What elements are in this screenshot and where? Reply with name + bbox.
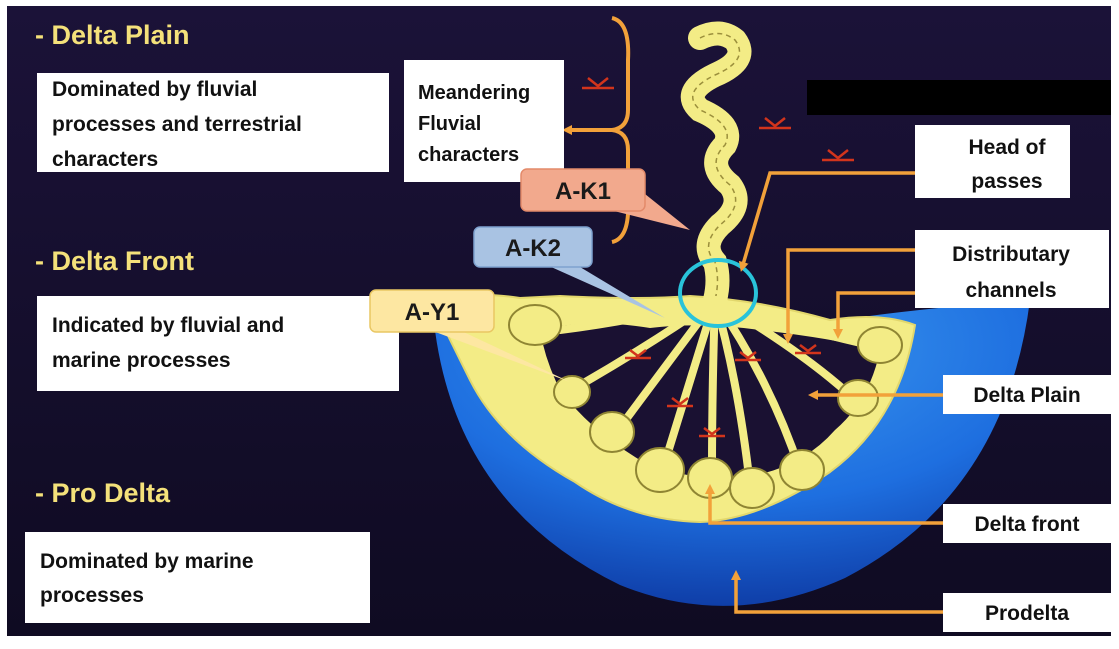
head-of-passes-line-2: passes — [971, 170, 1042, 193]
heading-delta-front: - Delta Front — [35, 246, 194, 276]
label-delta-plain: Delta Plain — [943, 375, 1111, 414]
pro-delta-description: Dominated by marine processes — [25, 532, 370, 623]
prodelta-label-text: Prodelta — [985, 602, 1069, 625]
distributary-line-1: Distributary — [952, 243, 1070, 266]
delta-plain-line-3: characters — [52, 148, 158, 171]
delta-plain-line-1: Dominated by fluvial — [52, 78, 257, 101]
delta-plain-line-2: processes and terrestrial — [52, 113, 302, 136]
tag-a-y1-label: A-Y1 — [405, 299, 460, 326]
redaction-bar — [807, 80, 1111, 115]
tag-a-k2-label: A-K2 — [505, 235, 561, 262]
delta-front-description: Indicated by fluvial and marine processe… — [37, 296, 399, 391]
head-of-passes-line-1: Head of — [968, 136, 1046, 159]
delta-plain-label-text: Delta Plain — [973, 384, 1080, 407]
pro-delta-line-1: Dominated by marine — [40, 550, 254, 573]
delta-plain-description: Dominated by fluvial processes and terre… — [37, 73, 389, 172]
tag-a-k1-label: A-K1 — [555, 178, 611, 205]
label-delta-front: Delta front — [943, 504, 1111, 543]
meandering-line-3: characters — [418, 144, 519, 166]
meandering-label: Meandering Fluvial characters — [404, 60, 564, 182]
delta-front-label-text: Delta front — [975, 513, 1080, 536]
delta-front-line-2: marine processes — [52, 349, 231, 372]
label-distributary-channels: Distributary channels — [915, 230, 1109, 308]
pro-delta-line-2: processes — [40, 584, 144, 607]
meandering-line-2: Fluvial — [418, 113, 481, 135]
heading-delta-plain: - Delta Plain — [35, 20, 190, 50]
delta-front-line-1: Indicated by fluvial and — [52, 314, 284, 337]
meandering-line-1: Meandering — [418, 82, 530, 104]
label-head-of-passes: Head of passes — [915, 125, 1070, 198]
distributary-line-2: channels — [965, 279, 1056, 302]
label-prodelta: Prodelta — [943, 593, 1111, 632]
heading-pro-delta: - Pro Delta — [35, 478, 171, 508]
